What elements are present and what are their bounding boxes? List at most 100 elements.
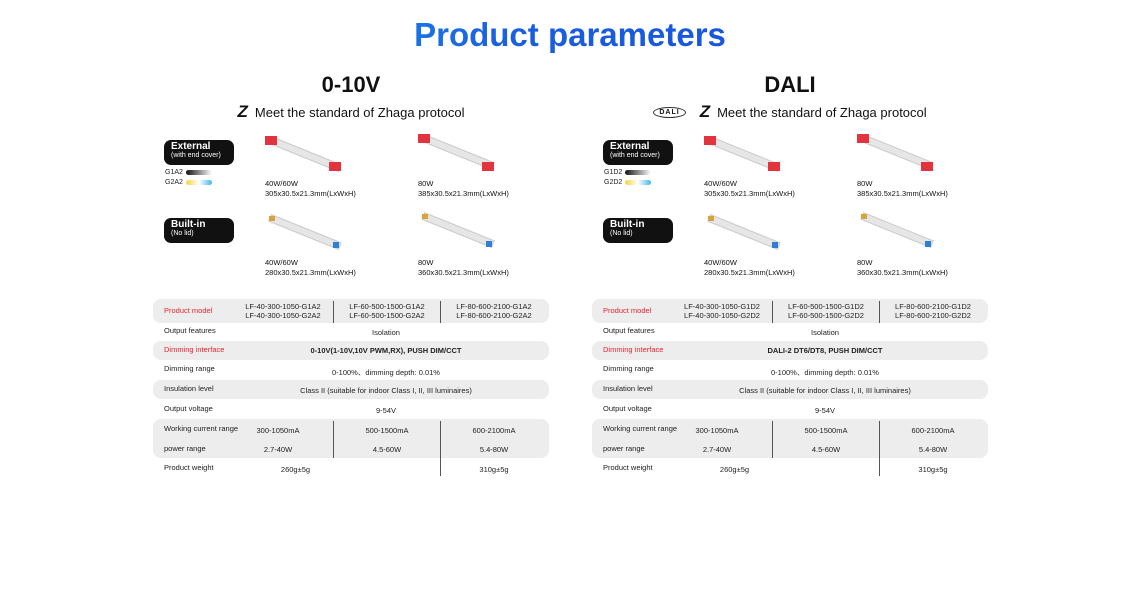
text: 40W/60W — [704, 179, 737, 188]
text: 260g±5g — [719, 465, 750, 474]
text: 40W/60W — [265, 179, 298, 188]
decoration — [422, 214, 428, 219]
text: 360x30.5x21.3mm(LxWxH) — [857, 268, 948, 277]
text: LF-40-300-1050-G2A2 — [245, 311, 321, 320]
text: LF-80-600-2100-G1D2 — [895, 302, 971, 311]
text: 80W — [857, 179, 873, 188]
builtin-badge: Built-in(No lid) — [164, 218, 234, 243]
text: 500-1500mA — [365, 426, 409, 435]
column-divider — [440, 458, 441, 476]
product-image-builtin — [416, 210, 498, 250]
text: Working current range — [164, 424, 239, 433]
text: Output features — [164, 326, 216, 335]
text: External — [610, 141, 650, 152]
text: 80W — [857, 258, 873, 267]
text: Built-in — [610, 219, 645, 230]
text: 0-100%、dimming depth: 0.01% — [771, 368, 879, 377]
product-image-external — [702, 134, 784, 174]
text: 300-1050mA — [695, 426, 739, 435]
product-image-builtin — [702, 212, 784, 252]
row-dimming-range: Dimming range 0-100%、dimming depth: 0.01% — [153, 360, 549, 380]
decoration — [265, 136, 277, 145]
text: 360x30.5x21.3mm(LxWxH) — [418, 268, 509, 277]
decoration — [269, 216, 275, 221]
text: Product model — [164, 306, 213, 315]
column-divider — [772, 301, 773, 323]
text: 80W — [418, 179, 434, 188]
column-divider — [333, 421, 334, 458]
legend-item: G1D2 — [604, 169, 652, 176]
text: 2.7-40W — [263, 445, 293, 454]
text: Working current range — [603, 424, 678, 433]
decoration — [768, 162, 780, 171]
text: 500-1500mA — [804, 426, 848, 435]
protocol-line: Z Meet the standard of Zhaga protocol — [153, 102, 549, 122]
text: LF-80-600-2100-G2A2 — [456, 311, 532, 320]
text: Class II (suitable for indoor Class I, I… — [739, 386, 911, 395]
dali-logo: DALI — [653, 106, 686, 118]
text: Dimming range — [164, 364, 215, 373]
text: 0-100%、dimming depth: 0.01% — [332, 368, 440, 377]
protocol-text: Meet the standard of Zhaga protocol — [717, 104, 927, 120]
text: LF-60-500-1500-G1A2 — [349, 302, 425, 311]
text: 310g±5g — [918, 465, 948, 474]
text: G1A2 — [165, 169, 183, 176]
text: Output voltage — [164, 404, 213, 413]
external-badge: External(with end cover) — [164, 140, 234, 165]
text: Product model — [603, 306, 652, 315]
panel-title: 0-10V — [321, 72, 381, 97]
column-divider — [333, 301, 334, 323]
text: Class II (suitable for indoor Class I, I… — [300, 386, 472, 395]
protocol-text: Meet the standard of Zhaga protocol — [254, 104, 465, 120]
decoration — [418, 134, 430, 143]
spec-panel-0-10v: 0-10V Z Meet the standard of Zhaga proto… — [153, 0, 549, 597]
decoration — [708, 216, 714, 221]
row-weight: Product weight 260g±5g 310g±5g — [592, 458, 988, 478]
text: 300-1050mA — [256, 426, 300, 435]
text: DALI-2 DT6/DT8, PUSH DIM/CCT — [767, 346, 883, 355]
text: 280x30.5x21.3mm(LxWxH) — [704, 268, 795, 277]
decoration — [707, 214, 781, 250]
decoration — [704, 136, 716, 145]
text: Insulation level — [603, 384, 653, 393]
text: Insulation level — [164, 384, 214, 393]
text: 40W/60W — [265, 258, 298, 267]
product-image-external — [416, 132, 498, 172]
text: G2D2 — [604, 179, 623, 186]
decoration — [772, 242, 778, 248]
zhaga-logo-icon: Z — [237, 102, 249, 121]
decoration — [486, 241, 492, 247]
legend-item: G1A2 — [165, 169, 212, 176]
text: 385x30.5x21.3mm(LxWxH) — [857, 189, 948, 198]
color-swatch — [185, 170, 212, 175]
text: Product weight — [164, 463, 214, 472]
text: (No lid) — [610, 230, 633, 237]
text: LF-40-300-1050-G1D2 — [684, 302, 760, 311]
column-divider — [879, 421, 880, 458]
text: G2A2 — [165, 179, 183, 186]
text: (with end cover) — [610, 152, 660, 159]
decoration — [482, 162, 494, 171]
text: LF-80-600-2100-G2D2 — [895, 311, 971, 320]
decoration — [860, 212, 934, 248]
text: LF-60-500-1500-G2D2 — [788, 311, 864, 320]
text: 9-54V — [375, 406, 396, 415]
text: 5.4-80W — [479, 445, 509, 454]
text: 310g±5g — [479, 465, 509, 474]
row-current-power: Working current range power range 300-10… — [592, 419, 988, 458]
text: LF-60-500-1500-G2A2 — [349, 311, 425, 320]
text: LF-60-500-1500-G1D2 — [788, 302, 864, 311]
panel-title: DALI — [764, 72, 816, 97]
text: LF-80-600-2100-G1A2 — [456, 302, 532, 311]
text: 385x30.5x21.3mm(LxWxH) — [418, 189, 509, 198]
text: 280x30.5x21.3mm(LxWxH) — [265, 268, 356, 277]
